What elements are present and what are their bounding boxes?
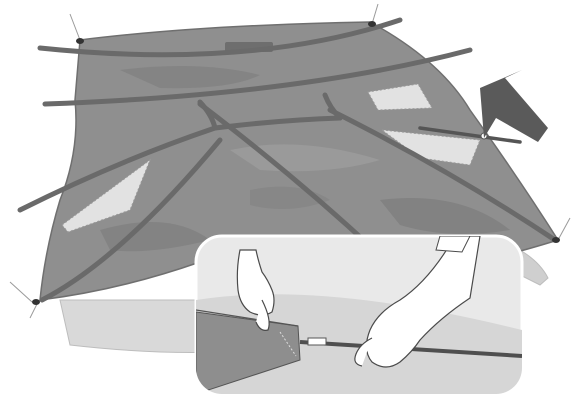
fastener <box>552 237 560 243</box>
fastener <box>76 38 84 44</box>
fastener <box>368 21 376 27</box>
detail-inset <box>196 236 522 394</box>
pointer-arrow-icon <box>480 70 548 142</box>
fastener <box>32 299 40 305</box>
under-fabric-right <box>520 250 548 285</box>
inset-pole-ferrule <box>308 338 326 345</box>
